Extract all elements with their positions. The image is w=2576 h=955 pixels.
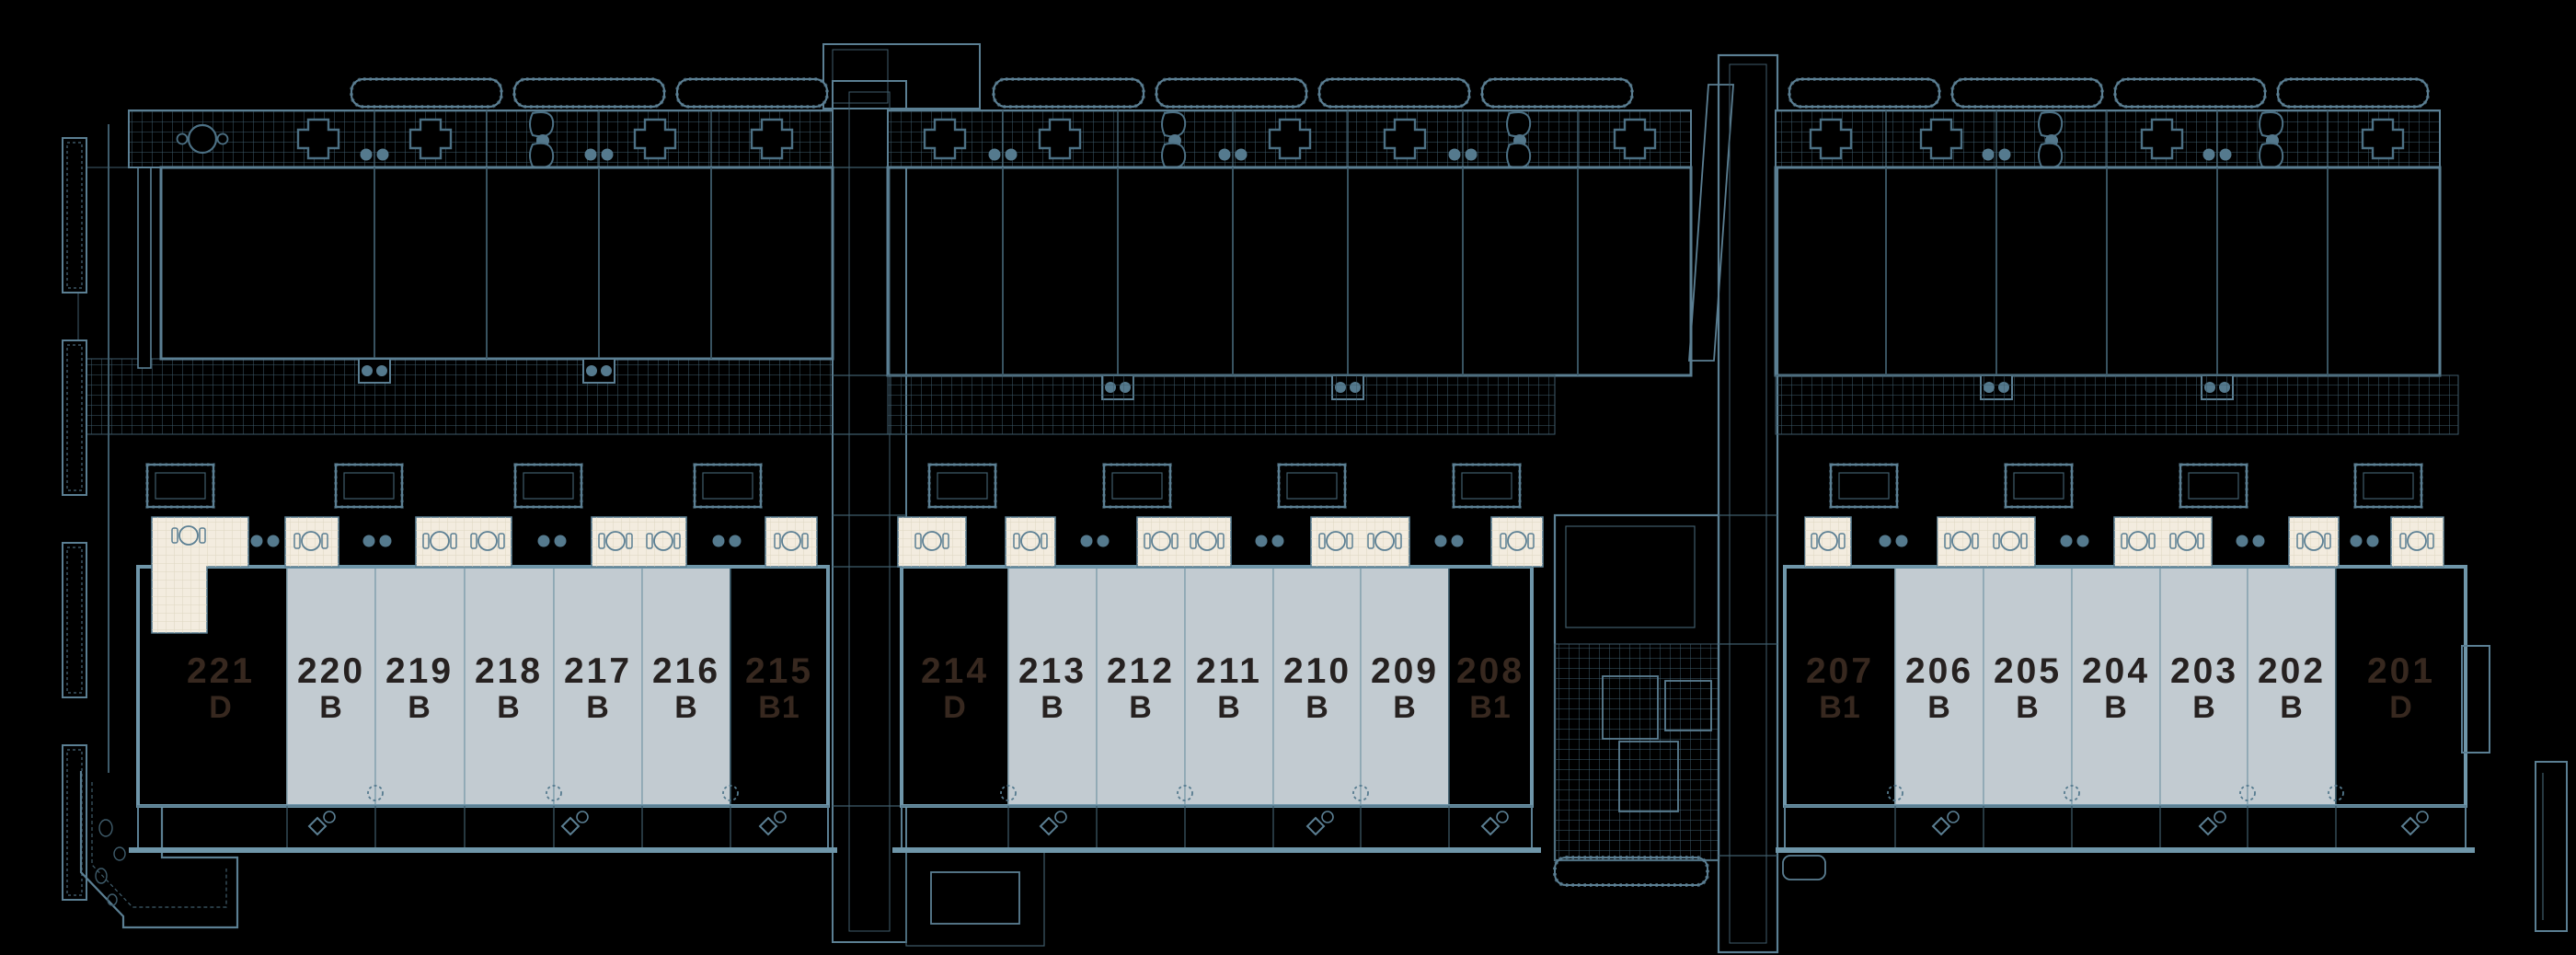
svg-text:205: 205 bbox=[1994, 651, 2062, 691]
svg-text:D: D bbox=[2389, 690, 2413, 725]
unit-cell-217[interactable]: 217 B bbox=[553, 566, 643, 807]
svg-text:B1: B1 bbox=[758, 690, 799, 725]
svg-text:202: 202 bbox=[2258, 651, 2326, 691]
svg-text:B1: B1 bbox=[1469, 690, 1511, 725]
unit-cell-218[interactable]: 218 B bbox=[464, 566, 555, 807]
upper-units-left bbox=[159, 166, 834, 361]
unit-cell-220[interactable]: 220 B bbox=[286, 566, 376, 807]
unit-cell-206[interactable]: 206 B bbox=[1894, 566, 1984, 807]
unit-cell-203[interactable]: 203 B bbox=[2159, 566, 2248, 807]
svg-text:B: B bbox=[1927, 690, 1951, 725]
unit-cell-219[interactable]: 219 B bbox=[374, 566, 466, 807]
svg-text:B: B bbox=[408, 690, 431, 725]
svg-text:209: 209 bbox=[1371, 651, 1439, 691]
svg-text:212: 212 bbox=[1107, 651, 1175, 691]
stairs bbox=[1602, 675, 1659, 740]
unit-cell-209[interactable]: 209 B bbox=[1360, 566, 1450, 807]
svg-text:D: D bbox=[209, 690, 233, 725]
svg-text:B: B bbox=[1393, 690, 1417, 725]
svg-text:208: 208 bbox=[1456, 651, 1524, 691]
svg-text:206: 206 bbox=[1905, 651, 1973, 691]
svg-text:B: B bbox=[674, 690, 698, 725]
wing-middle-upper bbox=[886, 77, 1693, 509]
svg-text:203: 203 bbox=[2170, 651, 2238, 691]
svg-text:B: B bbox=[1129, 690, 1153, 725]
svg-text:215: 215 bbox=[745, 651, 813, 691]
wing-left-upper bbox=[128, 77, 834, 509]
unit-cell-215[interactable]: 215 B1 bbox=[730, 566, 829, 807]
svg-text:B: B bbox=[1305, 690, 1329, 725]
elevator bbox=[1664, 680, 1712, 731]
svg-text:B: B bbox=[319, 690, 343, 725]
svg-text:211: 211 bbox=[1196, 651, 1262, 691]
svg-text:201: 201 bbox=[2367, 651, 2435, 691]
elevator-core-east bbox=[1553, 53, 1826, 954]
svg-text:B: B bbox=[1041, 690, 1064, 725]
svg-text:204: 204 bbox=[2082, 651, 2150, 691]
unit-cell-201[interactable]: 201 D bbox=[2335, 566, 2467, 807]
svg-text:B: B bbox=[497, 690, 521, 725]
unit-cell-204[interactable]: 204 B bbox=[2071, 566, 2161, 807]
unit-cell-208[interactable]: 208 B1 bbox=[1448, 566, 1533, 807]
svg-text:B: B bbox=[586, 690, 610, 725]
unit-cell-205[interactable]: 205 B bbox=[1983, 566, 2073, 807]
bottom-balconies bbox=[129, 785, 2475, 853]
svg-text:220: 220 bbox=[297, 651, 365, 691]
svg-text:B: B bbox=[1217, 690, 1241, 725]
svg-text:D: D bbox=[943, 690, 967, 725]
svg-text:214: 214 bbox=[921, 651, 989, 691]
svg-text:B: B bbox=[2016, 690, 2040, 725]
unit-cell-202[interactable]: 202 B bbox=[2247, 566, 2337, 807]
left-edge-details bbox=[62, 124, 834, 929]
svg-text:B: B bbox=[2104, 690, 2128, 725]
stair-corridor-west bbox=[822, 43, 1045, 947]
patio-band bbox=[151, 516, 2444, 634]
unit-cells: 221 D 220 B 219 B 218 B 217 B 216 B bbox=[137, 566, 2467, 807]
unit-cell-213[interactable]: 213 B bbox=[1007, 566, 1098, 807]
bottom-left-walk bbox=[79, 771, 239, 929]
wing-right-upper bbox=[1774, 77, 2459, 509]
unit-cell-212[interactable]: 212 B bbox=[1096, 566, 1186, 807]
unit-cell-207[interactable]: 207 B1 bbox=[1784, 566, 1896, 807]
svg-text:213: 213 bbox=[1018, 651, 1087, 691]
unit-cell-216[interactable]: 216 B bbox=[641, 566, 731, 807]
svg-text:B: B bbox=[2280, 690, 2304, 725]
unit-cell-210[interactable]: 210 B bbox=[1272, 566, 1362, 807]
right-edge-details bbox=[2461, 645, 2568, 932]
svg-text:210: 210 bbox=[1283, 651, 1351, 691]
svg-text:218: 218 bbox=[475, 651, 543, 691]
svg-text:221: 221 bbox=[187, 651, 255, 691]
unit-cell-214[interactable]: 214 D bbox=[901, 566, 1009, 807]
svg-text:216: 216 bbox=[652, 651, 720, 691]
svg-text:B1: B1 bbox=[1819, 690, 1860, 725]
unit-cell-211[interactable]: 211 B bbox=[1184, 566, 1274, 807]
svg-text:217: 217 bbox=[564, 651, 632, 691]
svg-text:219: 219 bbox=[385, 651, 454, 691]
svg-text:207: 207 bbox=[1806, 651, 1874, 691]
svg-text:B: B bbox=[2192, 690, 2216, 725]
